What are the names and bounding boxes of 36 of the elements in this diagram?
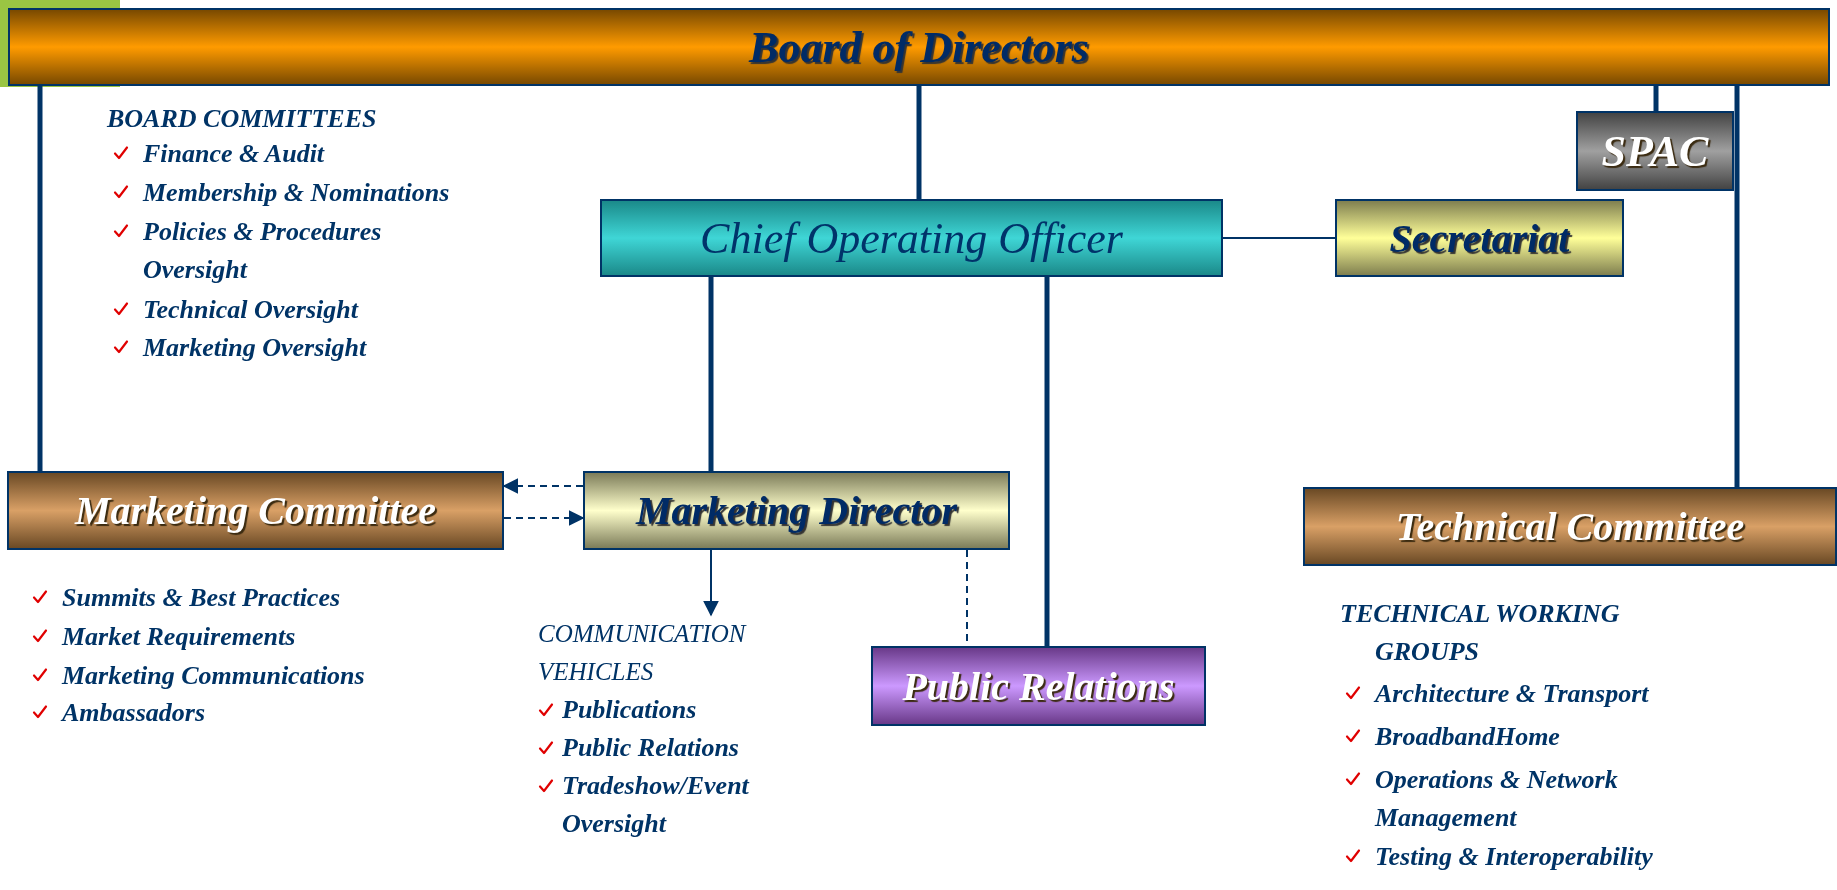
org-box: Chief Operating Officer (600, 199, 1223, 277)
org-box: Secretariat (1335, 199, 1624, 277)
list-item: Marketing Oversight (143, 332, 368, 364)
group-heading: COMMUNICATION VEHICLES (538, 619, 748, 687)
connector-line (708, 277, 714, 471)
list-heading: BOARD COMMITTEES (107, 103, 378, 135)
list-item: Architecture & Transport (1375, 678, 1650, 710)
org-box: Marketing Committee (7, 471, 504, 550)
list-item: Market Requirements (62, 621, 297, 653)
list-item: Membership & Nominations (143, 177, 451, 209)
list-item: Public Relations (562, 732, 739, 764)
list-item: Finance & Audit (143, 138, 326, 170)
list-item: BroadbandHome (1375, 721, 1561, 753)
connector-line (916, 86, 922, 199)
list-heading: TECHNICAL WORKING GROUPS (1340, 598, 1621, 668)
list-item: Tradeshow/Event Oversight (562, 770, 751, 840)
list-item: Policies & Procedures Oversight (143, 216, 383, 286)
list-item: Summits & Best Practices (62, 582, 342, 614)
connector-line (37, 86, 43, 471)
connector-line (1734, 86, 1740, 487)
org-box: SPAC (1576, 111, 1734, 191)
connector-line (1222, 237, 1336, 239)
list-item: Testing & Interoperability (1375, 841, 1654, 873)
org-box: Public Relations (871, 646, 1206, 726)
arrow (503, 510, 585, 526)
list-item: Operations & Network Management (1375, 764, 1619, 834)
list-item: Marketing Communications (62, 660, 366, 692)
list-item: Ambassadors (62, 697, 207, 729)
list-item: Technical Oversight (143, 294, 360, 326)
org-box: Technical Committee (1303, 487, 1837, 566)
arrow (703, 549, 719, 617)
org-box: Marketing Director (583, 471, 1010, 550)
connector-line (1653, 86, 1659, 111)
connector-line (1044, 277, 1050, 646)
list-item: Publications (562, 694, 697, 726)
title-bar: Board of Directors (8, 8, 1830, 86)
